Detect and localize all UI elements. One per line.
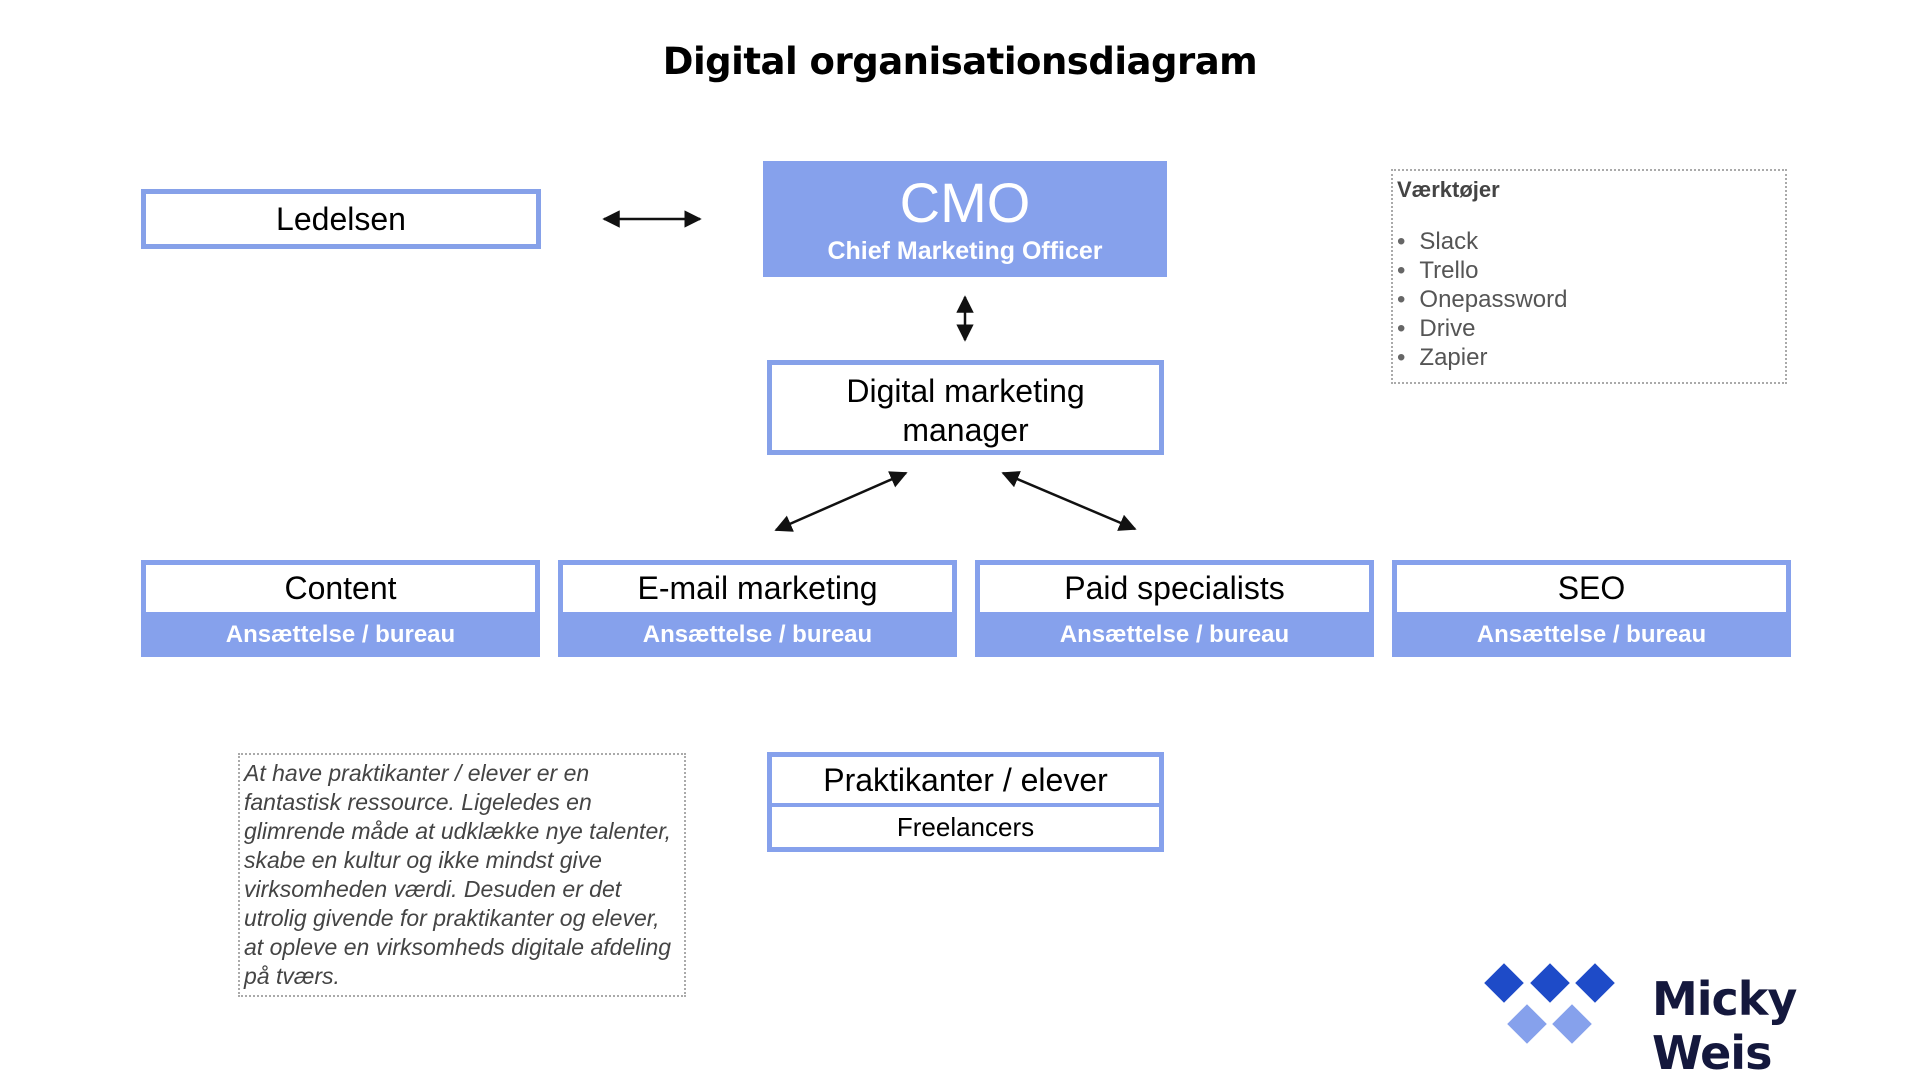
node-manager-line1: Digital marketing	[846, 372, 1085, 409]
logo-diamond-icon	[1484, 963, 1524, 1003]
interns-primary: Praktikanter / elever	[772, 757, 1159, 803]
diagram-title: Digital organisationsdiagram	[662, 40, 1258, 83]
department-sub: Ansættelse / bureau	[225, 620, 456, 648]
node-digital-marketing-manager: Digital marketing manager	[767, 360, 1164, 455]
node-manager-line2: manager	[902, 411, 1029, 448]
tools-item: Drive	[1397, 314, 1781, 343]
node-interns: Praktikanter / elever Freelancers	[767, 752, 1164, 852]
logo-text: Micky Weis	[1652, 972, 1797, 1080]
node-department-email: E-mail marketing Ansættelse / bureau	[558, 560, 957, 657]
interns-secondary: Freelancers	[772, 807, 1159, 847]
department-name: SEO	[1397, 565, 1786, 612]
logo-diamond-icon	[1552, 1004, 1592, 1044]
logo-diamond-icon	[1530, 963, 1570, 1003]
department-sub: Ansættelse / bureau	[642, 620, 873, 648]
tools-box: Værktøjer Slack Trello Onepassword Drive…	[1391, 169, 1787, 384]
tools-item: Slack	[1397, 227, 1781, 256]
department-name: E-mail marketing	[563, 565, 952, 612]
logo-diamond-icon	[1507, 1004, 1547, 1044]
interns-note: At have praktikanter / elever er en fant…	[238, 753, 686, 997]
logo-diamond-icon	[1575, 963, 1615, 1003]
node-ledelsen: Ledelsen	[141, 189, 541, 249]
node-ledelsen-label: Ledelsen	[276, 200, 406, 237]
node-department-seo: SEO Ansættelse / bureau	[1392, 560, 1791, 657]
department-sub: Ansættelse / bureau	[1476, 620, 1707, 648]
department-sub: Ansættelse / bureau	[1059, 620, 1290, 648]
node-department-paid: Paid specialists Ansættelse / bureau	[975, 560, 1374, 657]
tools-item: Trello	[1397, 256, 1781, 285]
node-cmo-abbr: CMO	[899, 170, 1031, 234]
tools-heading: Værktøjer	[1397, 177, 1500, 202]
tools-item: Onepassword	[1397, 285, 1781, 314]
node-cmo-full: Chief Marketing Officer	[827, 236, 1103, 265]
tools-item: Zapier	[1397, 343, 1781, 372]
node-department-content: Content Ansættelse / bureau	[141, 560, 540, 657]
department-name: Paid specialists	[980, 565, 1369, 612]
tools-list: Slack Trello Onepassword Drive Zapier	[1397, 227, 1781, 372]
logo-mark-icon	[1484, 963, 1615, 1044]
arrow-manager-paid	[1001, 471, 1137, 531]
arrow-manager-email	[774, 471, 908, 532]
department-name: Content	[146, 565, 535, 612]
node-cmo: CMO Chief Marketing Officer	[763, 161, 1167, 277]
